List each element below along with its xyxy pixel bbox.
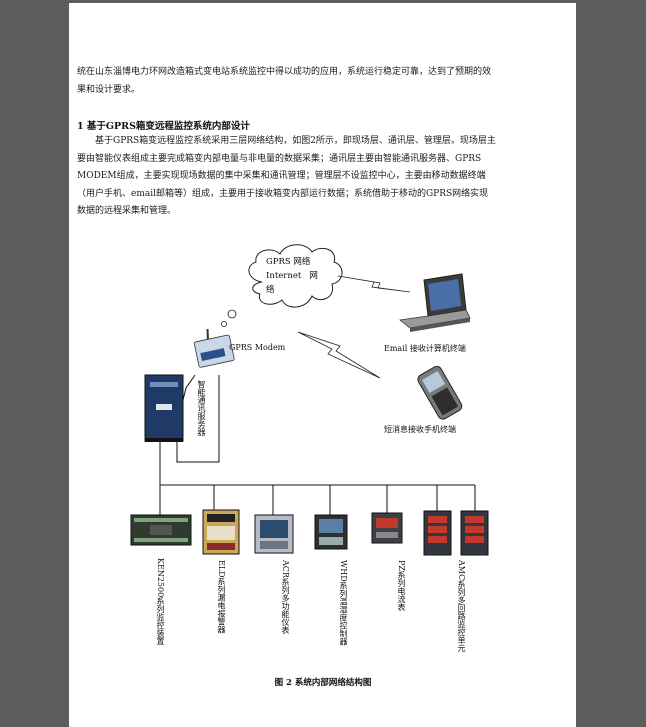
cloud-label-line3: 络 <box>266 285 275 295</box>
comm-server-icon <box>144 374 184 442</box>
document-page <box>69 3 576 727</box>
gprs-modem-icon <box>193 329 235 368</box>
lightning-bolt-bottom <box>297 331 381 379</box>
device-label-amc: AMC系列多回路监控单元 <box>457 560 466 653</box>
cloud-icon <box>221 244 343 327</box>
body-paragraph: 基于GPRS箱变远程监控系统采用三层网络结构，如图2所示，即现场层、通讯层、管理… <box>77 136 496 216</box>
ken2500-device-icon <box>130 514 192 546</box>
pz-device-icon <box>371 512 403 544</box>
bus-lines <box>159 374 476 515</box>
amc-device-icon-1 <box>423 510 452 556</box>
gprs-modem-label: GPRS Modem <box>229 343 286 352</box>
figure-caption: 图 2 系统内部网络结构图 <box>274 678 372 688</box>
device-label-eld: ELD系列漏电报警器 <box>217 560 226 634</box>
comm-server-label: 智能通讯服务器 <box>197 380 206 436</box>
acr-device-icon <box>254 514 294 554</box>
laptop-icon <box>399 273 471 332</box>
email-terminal-label: Email 接收计算机终端 <box>384 344 466 353</box>
device-label-acr: ACR系列多功能仪表 <box>281 560 290 634</box>
whd-device-icon <box>314 514 348 550</box>
device-label-whd: WHD系列温湿度控制器 <box>339 560 348 646</box>
sms-terminal-label: 短消息接收手机终端 <box>384 425 456 434</box>
device-label-ken2500: KEN2500系列监控装置 <box>156 558 165 646</box>
mobile-phone-icon <box>417 365 463 420</box>
section-heading: 1 基于GPRS箱变远程监控系统内部设计 <box>77 121 250 132</box>
intro-paragraph: 统在山东淄博电力环网改造箱式变电站系统监控中得以成功的应用，系统运行稳定可靠，达… <box>77 67 492 95</box>
cloud-label-line1: GPRS 网络 <box>266 257 311 267</box>
cloud-label-line2: Internet 网 <box>266 271 318 281</box>
amc-device-icon-2 <box>460 510 489 556</box>
lightning-bolt-top <box>337 275 411 293</box>
eld-device-icon <box>202 509 240 555</box>
device-label-pz: PZ系列电流表 <box>397 560 406 611</box>
